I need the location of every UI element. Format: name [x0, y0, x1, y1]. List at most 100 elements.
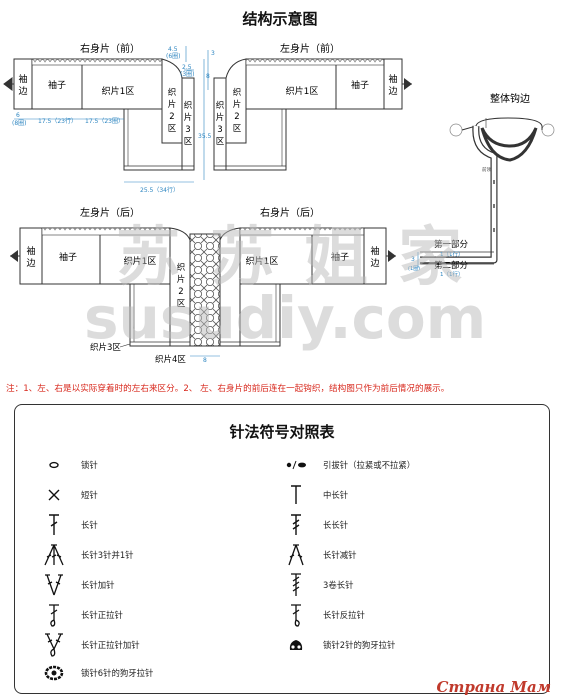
legend-item-dc: 长针	[41, 514, 98, 535]
legend-item-picot6: 锁针6针的狗牙拉针	[41, 663, 153, 683]
legend-title: 针法符号对照表	[229, 423, 335, 441]
picot-2-icon	[289, 640, 303, 650]
dc-increase-icon	[45, 574, 63, 596]
legend-item-hdc: 中长针	[283, 485, 348, 505]
left-back-zone2-label: 织	[177, 262, 186, 273]
treble-crochet-icon	[291, 514, 301, 535]
edging-diagram: 整体钩边 前领 第一部分 第二部分 1（1行） 1（1行） 3 (1圈)	[408, 92, 555, 278]
left-front-zone3-label-2: 片	[216, 112, 225, 123]
right-front-sleeve-label: 袖子	[48, 79, 66, 91]
left-back-zone2-label-3: 2	[178, 287, 183, 297]
dim-17-5-rows: 17.5（23行）	[38, 117, 77, 125]
front-post-dc-increase-icon	[45, 633, 63, 657]
legend-item-dcdec: 长针减针	[283, 544, 357, 566]
right-front-cuff-label-2: 边	[18, 86, 27, 97]
right-back-title: 右身片（后）	[260, 206, 320, 219]
double-crochet-icon	[49, 514, 59, 535]
right-front-zone3-label: 织	[184, 100, 193, 111]
left-front-zone2-label-4: 区	[233, 124, 242, 134]
edging-part1-label: 第一部分	[434, 239, 469, 250]
single-crochet-icon	[48, 489, 60, 501]
slip-stitch-icon	[286, 460, 306, 470]
left-front-zone2-label-2: 片	[233, 99, 242, 110]
dim-2-5-rounds: (3圈)	[180, 71, 195, 78]
watermark-english: susudiy.com	[84, 284, 487, 352]
edging-v3-rounds: (1圈)	[408, 266, 420, 272]
right-back-panel: 右身片（后） 袖 边 袖子 织片1区	[219, 206, 396, 347]
left-back-zone2-label-4: 区	[177, 299, 186, 309]
legend-item-tr: 长长针	[283, 514, 348, 535]
left-back-zone3-label: 织片3区	[90, 342, 121, 353]
page-title: 结构示意图	[242, 10, 317, 28]
left-front-zone2-label: 织	[233, 87, 242, 98]
right-front-zone3-label-4: 区	[184, 137, 193, 147]
right-back-cuff-label: 袖	[370, 245, 379, 257]
left-front-cuff-label: 袖	[388, 73, 397, 85]
back-width-label: 8	[203, 357, 207, 364]
dc3tog-icon	[44, 544, 64, 566]
right-front-zone3-label-2: 片	[184, 112, 193, 123]
back-center-panel: 织片4区 8	[155, 233, 221, 365]
right-back-sleeve-label: 袖子	[331, 251, 349, 263]
dim-17-5-rounds: 17.5（23圈）	[85, 118, 124, 125]
dim-35-5: 35.5	[198, 133, 212, 140]
watermark-chinese: 苏苏姐家	[116, 221, 492, 295]
dim-25-5: 25.5（34行）	[140, 186, 179, 194]
right-front-zone2-label: 织	[168, 87, 177, 98]
site-watermark: Страна Мам	[436, 678, 551, 696]
legend-item-trtr: 3卷长针	[283, 573, 353, 596]
left-front-cuff-label-2: 边	[388, 86, 397, 97]
picot-6-icon	[44, 665, 64, 681]
back-post-dc-icon	[291, 604, 301, 627]
left-front-sleeve-label: 袖子	[351, 79, 369, 91]
triple-treble-icon	[291, 573, 301, 596]
right-back-zone1-label: 织片1区	[246, 255, 279, 267]
right-front-zone1-label: 织片1区	[102, 85, 135, 97]
half-double-crochet-icon	[291, 485, 301, 504]
edging-height-2: 1（1行）	[440, 270, 464, 278]
left-back-zone2-label-2: 片	[177, 274, 186, 285]
edging-height-1: 1（1行）	[440, 250, 464, 258]
left-back-sleeve-label: 袖子	[59, 251, 77, 263]
left-front-zone3-label-4: 区	[216, 137, 225, 147]
legend-item-fpdc: 长针正拉针	[41, 604, 123, 627]
right-front-zone3-label-3: 3	[185, 125, 190, 135]
front-post-dc-icon	[49, 604, 59, 627]
legend-item-bpdc: 长针反拉针	[283, 604, 365, 627]
edging-v3: 3	[411, 256, 415, 263]
left-front-title: 左身片（前）	[280, 42, 340, 55]
left-front-zone3-label: 织	[216, 100, 225, 111]
dim-3: 3	[211, 50, 215, 57]
left-front-zone2-label-3: 2	[234, 112, 239, 122]
right-front-cuff-label: 袖	[18, 73, 27, 85]
structure-diagram: 结构示意图 右身片（前） 袖 边 袖子 织片1区 织 片 2 区 织 片 3 区	[3, 10, 555, 365]
legend-item-dcinc: 长针加针	[41, 574, 115, 596]
right-front-zone2-label-2: 片	[168, 99, 177, 110]
dim-8: 8	[206, 73, 210, 80]
left-back-zone1-label: 织片1区	[124, 255, 157, 267]
right-front-zone2-label-3: 2	[169, 112, 174, 122]
right-front-panel: 右身片（前） 袖 边 袖子 织片1区 织 片 2 区 织 片 3 区	[3, 42, 212, 194]
legend-item-dc3tog: 长针3针并1针	[41, 544, 134, 566]
dim-4-5-rounds: (6圈)	[166, 53, 181, 60]
legend-item-chain: 锁针	[41, 455, 98, 475]
edging-part2-label: 第二部分	[434, 260, 469, 271]
left-back-cuff-label: 袖	[26, 245, 35, 257]
legend-item-picot2: 锁针2针的狗牙拉针	[283, 635, 395, 655]
left-front-zone3-label-3: 3	[217, 125, 222, 135]
edging-neck-label: 前领	[482, 166, 491, 173]
stitch-legend: 针法符号对照表 锁针 引拔针（拉紧或不拉紧） 短针 中长针 长针 长长针 长针3…	[14, 404, 550, 694]
back-zone4-label: 织片4区	[155, 354, 186, 365]
legend-item-slip: 引拔针（拉紧或不拉紧）	[283, 455, 415, 475]
chain-stitch-icon	[49, 461, 59, 469]
legend-item-fpdcinc: 长针正拉针加针	[41, 633, 140, 657]
construction-note: 注：1、左、右是以实际穿着时的左右来区分。2、 左、右身片的前后连在一起钩织，结…	[6, 384, 450, 394]
right-front-zone2-label-4: 区	[168, 124, 177, 134]
dim-2-5: 2.5	[182, 64, 192, 71]
dc-decrease-icon	[288, 544, 304, 566]
right-front-title: 右身片（前）	[80, 42, 140, 55]
dim-6-rounds: (8圈)	[12, 120, 27, 127]
edging-title: 整体钩边	[490, 92, 530, 105]
right-back-cuff-label-2: 边	[370, 258, 379, 269]
legend-item-sc: 短针	[41, 485, 98, 505]
